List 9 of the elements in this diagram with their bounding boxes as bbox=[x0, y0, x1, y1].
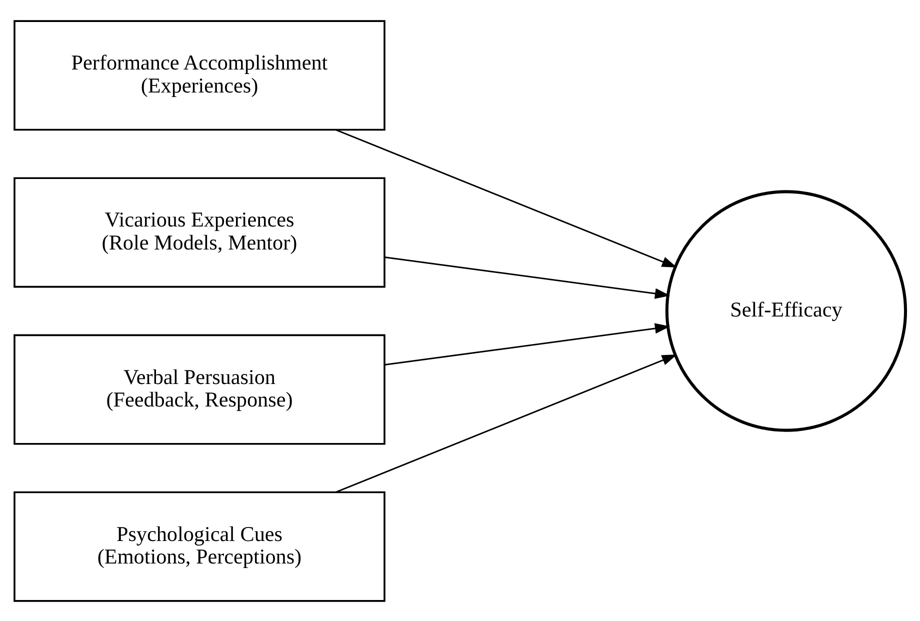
arrow bbox=[336, 354, 678, 492]
node-box: Verbal Persuasion (Feedback, Response) bbox=[14, 334, 386, 444]
node-box: Vicarious Experiences (Role Models, Mentor) bbox=[14, 176, 386, 288]
arrow bbox=[384, 322, 670, 366]
arrow bbox=[384, 256, 670, 298]
node-box: Performance Accomplishment (Experiences) bbox=[14, 20, 386, 130]
node-box: Psychological Cues (Emotions, Perceptions) bbox=[14, 490, 386, 602]
arrow bbox=[336, 128, 678, 268]
node-circle: Self-Efficacy bbox=[665, 190, 908, 432]
